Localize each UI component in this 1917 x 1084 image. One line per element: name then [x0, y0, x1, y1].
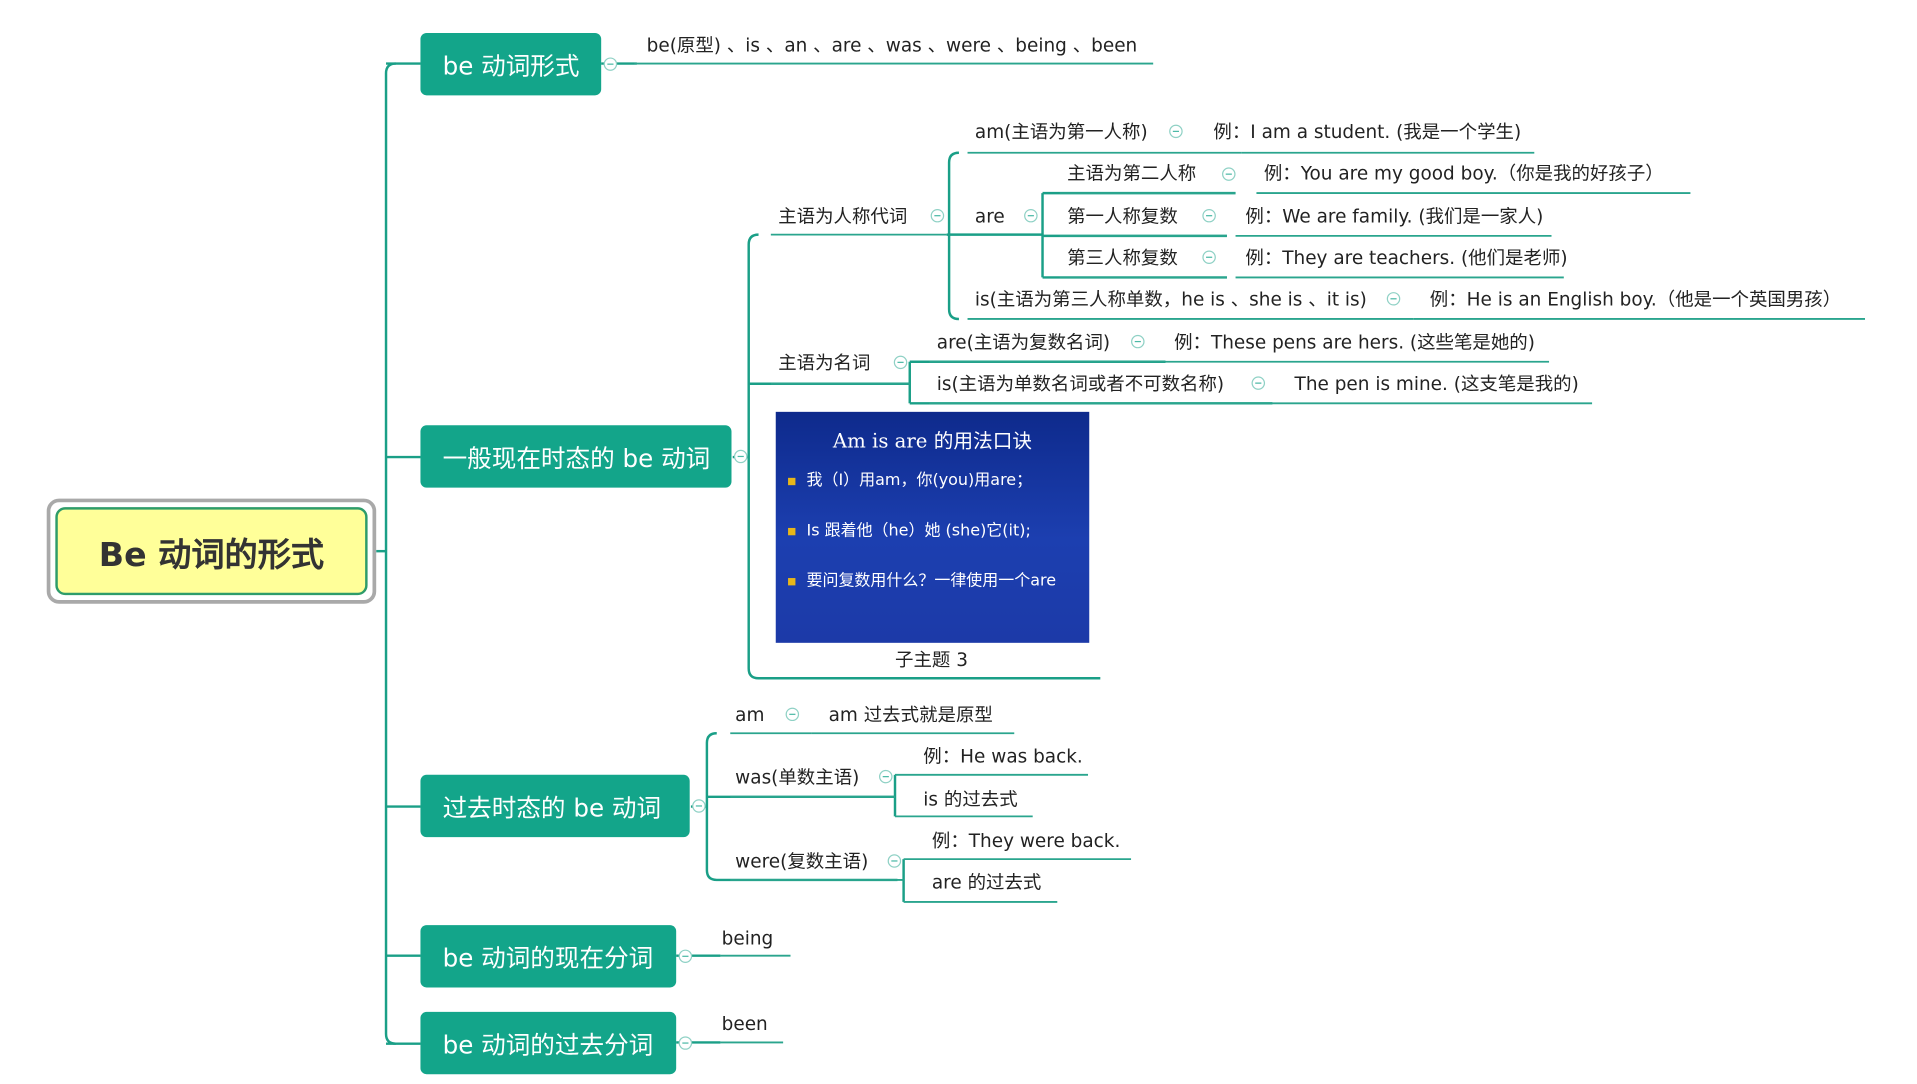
branch-present-participle[interactable]: be 动词的现在分词 [420, 925, 677, 988]
detail-past-am[interactable]: am 过去式就是原型 [828, 703, 993, 726]
branch-past-participle[interactable]: be 动词的过去分词 [420, 1011, 677, 1075]
root-topic-title: Be 动词的形式 [55, 507, 368, 596]
example-were[interactable]: 例：They were back. [931, 829, 1121, 852]
example-third-plural[interactable]: 例：They are teachers. (他们是老师) [1245, 246, 1568, 269]
branch-be-forms-label: be 动词形式 [442, 51, 580, 81]
example-noun-are[interactable]: 例：These pens are hers. (这些笔是她的) [1174, 331, 1535, 354]
collapse-toggle-icon[interactable] [893, 355, 908, 370]
slide-bullet-3: 要问复数用什么？一律使用一个are [788, 567, 1056, 590]
slide-bullet-2: Is 跟着他（he）她 (she)它(it); [788, 517, 1031, 540]
topic-second-person[interactable]: 主语为第二人称 [1067, 162, 1197, 185]
collapse-toggle-icon[interactable] [1386, 292, 1401, 306]
note-were[interactable]: are 的过去式 [931, 871, 1042, 894]
collapse-toggle-icon[interactable] [887, 854, 902, 868]
collapse-toggle-icon[interactable] [879, 769, 893, 784]
topic-are[interactable]: are [974, 205, 1005, 228]
value-been[interactable]: been [721, 1013, 768, 1036]
collapse-toggle-icon[interactable] [1202, 250, 1216, 264]
slide-line-1: 我（I）用am，你(you)用are； [806, 471, 1033, 491]
slide-title: Am is are 的用法口诀 [832, 428, 1033, 453]
branch-past-tense[interactable]: 过去时态的 be 动词 [420, 774, 690, 838]
collapse-toggle-icon[interactable] [733, 449, 748, 464]
collapse-toggle-icon[interactable] [1251, 376, 1266, 390]
example-is-third-singular[interactable]: 例：He is an English boy.（他是一个英国男孩） [1429, 288, 1842, 311]
example-was[interactable]: 例：He was back. [923, 745, 1083, 768]
topic-pronoun-subject[interactable]: 主语为人称代词 [778, 205, 908, 228]
branch-be-forms[interactable]: be 动词形式 [420, 32, 602, 96]
branch-present-tense[interactable]: 一般现在时态的 be 动词 [420, 425, 732, 488]
slide-line-2: Is 跟着他（he）她 (she)它(it); [806, 521, 1031, 541]
note-was[interactable]: is 的过去式 [923, 788, 1018, 811]
collapse-toggle-icon[interactable] [678, 1036, 693, 1050]
slide-bullet-1: 我（I）用am，你(you)用are； [788, 467, 1032, 490]
bullet-square-icon [788, 477, 796, 485]
collapse-toggle-icon[interactable] [603, 57, 618, 71]
slide-image[interactable]: Am is are 的用法口诀 我（I）用am，你(you)用are； Is 跟… [775, 411, 1090, 643]
value-being[interactable]: being [721, 927, 774, 950]
topic-first-plural[interactable]: 第一人称复数 [1067, 205, 1178, 228]
collapse-toggle-icon[interactable] [1169, 124, 1183, 139]
branch-past-participle-label: be 动词的过去分词 [442, 1030, 654, 1060]
branch-present-participle-label: be 动词的现在分词 [442, 943, 654, 973]
topic-third-plural[interactable]: 第三人称复数 [1067, 246, 1178, 269]
example-first-plural[interactable]: 例：We are family. (我们是一家人) [1245, 205, 1544, 228]
collapse-toggle-icon[interactable] [678, 949, 693, 964]
topic-noun-is[interactable]: is(主语为单数名词或者不可数名称) [936, 372, 1225, 395]
topic-were[interactable]: were(复数主语) [735, 850, 869, 873]
topic-noun-are[interactable]: are(主语为复数名词) [936, 331, 1111, 354]
bullet-square-icon [788, 527, 796, 535]
example-noun-is[interactable]: The pen is mine. (这支笔是我的) [1294, 372, 1579, 395]
collapse-toggle-icon[interactable] [1222, 167, 1236, 181]
branch-past-tense-label: 过去时态的 be 动词 [442, 793, 662, 823]
root-topic[interactable]: Be 动词的形式 [46, 498, 377, 604]
slide-line-3: 要问复数用什么？一律使用一个are [806, 571, 1057, 591]
image-topic-caption[interactable]: 子主题 3 [895, 648, 968, 671]
bullet-square-icon [788, 577, 796, 585]
collapse-toggle-icon[interactable] [1131, 334, 1145, 349]
collapse-toggle-icon[interactable] [692, 799, 706, 813]
collapse-toggle-icon[interactable] [1024, 208, 1038, 223]
forms-detail: be(原型) 、is 、an 、are 、was 、were 、being 、b… [646, 34, 1138, 57]
branch-present-tense-label: 一般现在时态的 be 动词 [442, 443, 711, 473]
topic-am[interactable]: am(主语为第一人称) [974, 120, 1148, 143]
collapse-toggle-icon[interactable] [1202, 208, 1216, 223]
collapse-toggle-icon[interactable] [930, 208, 945, 223]
topic-past-am[interactable]: am [735, 703, 765, 726]
example-am[interactable]: 例：I am a student. (我是一个学生) [1213, 120, 1522, 143]
example-second-person[interactable]: 例：You are my good boy.（你是我的好孩子） [1263, 162, 1664, 185]
topic-was[interactable]: was(单数主语) [735, 766, 860, 789]
topic-is-third-singular[interactable]: is(主语为第三人称单数，he is 、she is 、it is) [974, 288, 1367, 311]
topic-noun-subject[interactable]: 主语为名词 [778, 351, 871, 374]
collapse-toggle-icon[interactable] [785, 707, 800, 722]
